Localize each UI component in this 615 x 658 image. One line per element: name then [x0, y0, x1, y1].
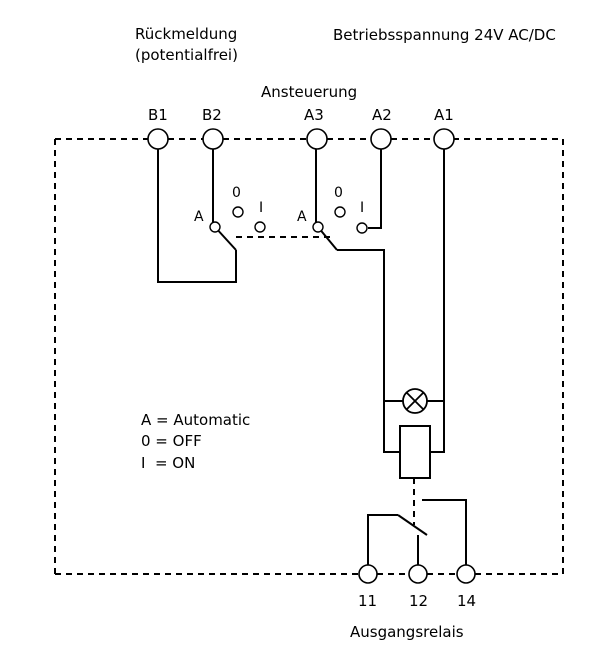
- legend: A = Automatic 0 = OFF I = ON: [141, 411, 250, 472]
- switch-right-on-contact: [356, 222, 368, 234]
- terminal-a2: [370, 128, 392, 150]
- terminal-14: [456, 564, 476, 584]
- terminal-label-14: 14: [457, 592, 476, 610]
- terminal-label-b2: B2: [202, 106, 222, 124]
- switch-left-auto-label: A: [194, 209, 204, 225]
- switch-right-off-label: 0: [334, 185, 343, 201]
- feedback-label-line2: (potentialfrei): [135, 46, 238, 64]
- supply-voltage-label: Betriebsspannung 24V AC/DC: [333, 26, 556, 44]
- switch-right-auto-label: A: [297, 209, 307, 225]
- terminal-b2: [202, 128, 224, 150]
- switch-right-on-label: I: [360, 200, 364, 216]
- terminal-label-a1: A1: [434, 106, 454, 124]
- switch-left-off-contact: [232, 206, 244, 218]
- wiring: [157, 149, 467, 565]
- terminal-label-a2: A2: [372, 106, 392, 124]
- switch-left-on-contact: [254, 221, 266, 233]
- legend-off: 0 = OFF: [141, 432, 202, 450]
- indicator-lamp-icon: [402, 388, 428, 414]
- legend-on: I = ON: [141, 454, 195, 472]
- terminal-label-a3: A3: [304, 106, 324, 124]
- switch-right-auto-contact: [312, 221, 324, 233]
- control-label: Ansteuerung: [261, 83, 357, 101]
- terminal-label-12: 12: [409, 592, 428, 610]
- switch-left-on-label: I: [259, 200, 263, 216]
- switch-left-auto-contact: [209, 221, 221, 233]
- relay-coil: [399, 425, 431, 479]
- feedback-label-line1: Rückmeldung: [135, 25, 237, 43]
- terminal-label-11: 11: [358, 592, 377, 610]
- enclosure-border: [54, 138, 564, 575]
- terminal-12: [408, 564, 428, 584]
- terminal-a3: [306, 128, 328, 150]
- selector-switch-right: A 0 I: [297, 185, 368, 234]
- terminal-b1: [147, 128, 169, 150]
- output-relay-label: Ausgangsrelais: [350, 623, 464, 641]
- terminal-a1: [433, 128, 455, 150]
- selector-switch-left: A 0 I: [194, 185, 266, 233]
- switch-left-off-label: 0: [232, 185, 241, 201]
- terminal-11: [358, 564, 378, 584]
- legend-automatic: A = Automatic: [141, 411, 250, 429]
- terminal-label-b1: B1: [148, 106, 168, 124]
- switch-right-off-contact: [334, 206, 346, 218]
